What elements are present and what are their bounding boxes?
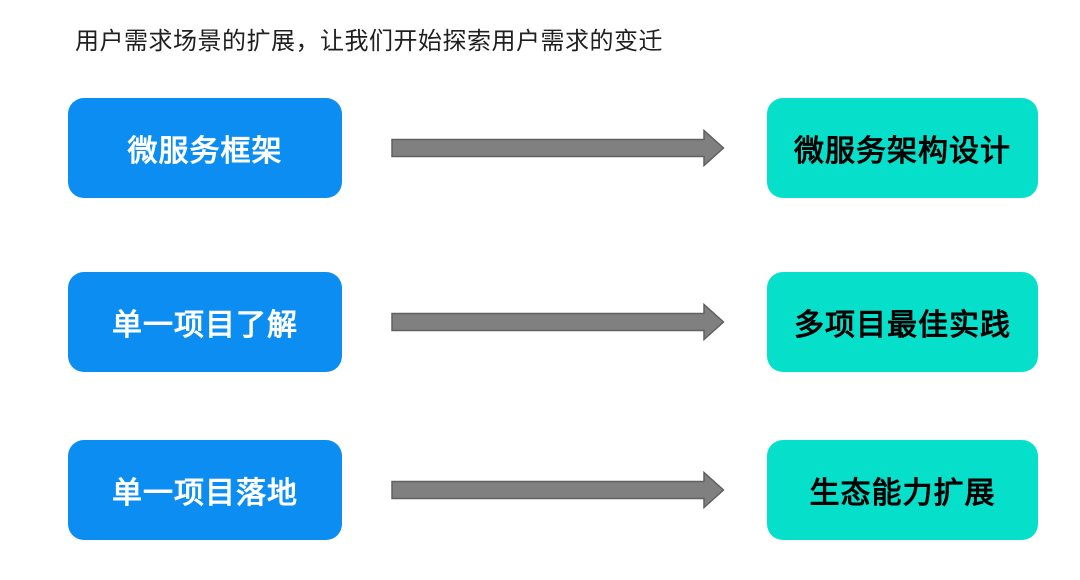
source-box-3: 单一项目落地 xyxy=(68,440,342,540)
arrow-right-icon xyxy=(391,471,725,509)
arrow-right-icon xyxy=(391,129,725,167)
flow-row-2: 单一项目了解 多项目最佳实践 xyxy=(0,272,1080,372)
source-box-1: 微服务框架 xyxy=(68,98,342,198)
page-title: 用户需求场景的扩展，让我们开始探索用户需求的变迁 xyxy=(75,28,663,55)
arrow-right-icon xyxy=(391,303,725,341)
flow-row-1: 微服务框架 微服务架构设计 xyxy=(0,98,1080,198)
target-box-3: 生态能力扩展 xyxy=(767,440,1038,540)
target-box-1: 微服务架构设计 xyxy=(767,98,1038,198)
source-box-2: 单一项目了解 xyxy=(68,272,342,372)
target-box-2: 多项目最佳实践 xyxy=(767,272,1038,372)
flow-row-3: 单一项目落地 生态能力扩展 xyxy=(0,440,1080,540)
